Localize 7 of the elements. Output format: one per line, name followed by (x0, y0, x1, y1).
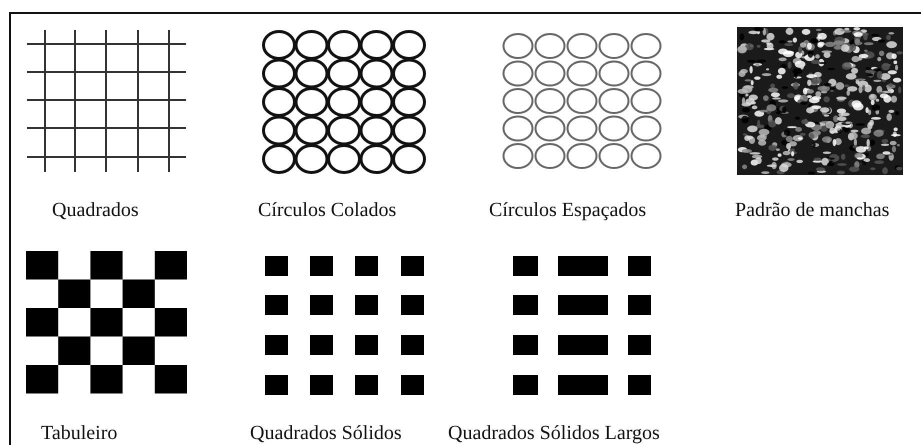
pattern-caption: Círculos Espaçados (489, 199, 646, 221)
pattern-caption: Padrão de manchas (735, 199, 890, 221)
pattern-caption: Círculos Colados (258, 199, 396, 221)
pattern-caption: Quadrados (52, 199, 139, 221)
pattern-caption: Tabuleiro (41, 422, 118, 444)
pattern-caption: Quadrados Sólidos (250, 422, 402, 444)
pattern-caption: Quadrados Sólidos Largos (448, 422, 660, 444)
